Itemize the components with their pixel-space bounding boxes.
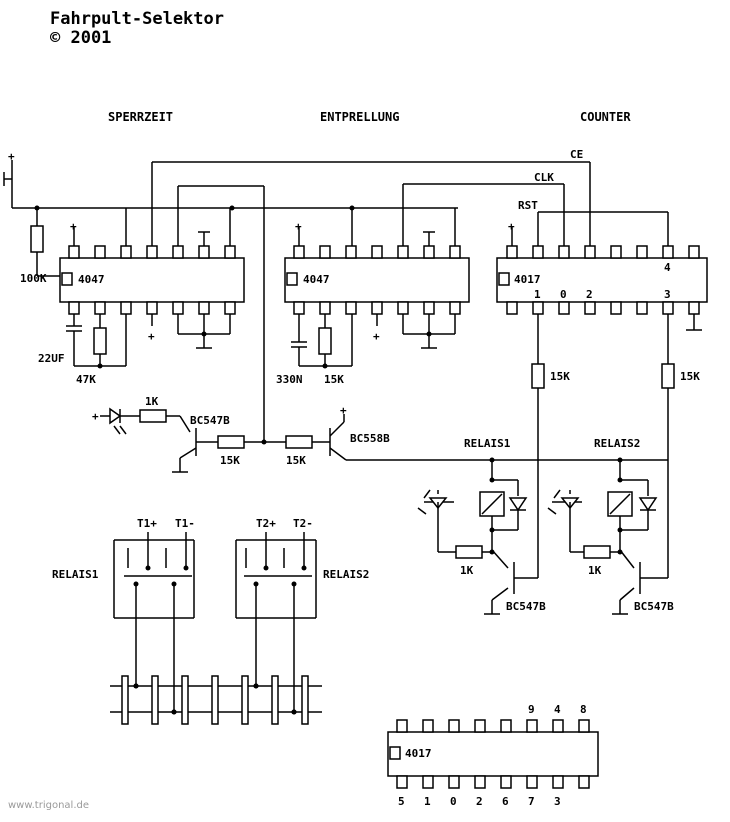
label-t1m: T1- — [175, 517, 195, 530]
counter-pin-0: 0 — [560, 288, 567, 301]
svg-text:+: + — [373, 330, 380, 343]
label-relais1: RELAIS1 — [464, 437, 511, 450]
main-bus — [12, 205, 458, 211]
title-line2: © 2001 — [50, 28, 111, 48]
svg-text:+: + — [148, 330, 155, 343]
pinout-bottom-2: 2 — [476, 795, 483, 808]
pinout-top-9: 9 — [528, 703, 535, 716]
ic4-4017-pinout: 4017 9 4 8 5 1 0 2 6 7 3 — [387, 703, 599, 808]
svg-text:+: + — [295, 220, 302, 233]
label-t2m: T2- — [293, 517, 313, 530]
label-22uf: 22UF — [38, 352, 65, 365]
input-button: + — [3, 150, 15, 208]
counter-pin-1: 1 — [534, 288, 541, 301]
label-1k-led: 1K — [145, 395, 159, 408]
ic1-label: 4047 — [78, 273, 105, 286]
clk-line: CLK — [403, 171, 565, 246]
label-15k-a: 15K — [324, 373, 344, 386]
label-15k-e: 15K — [680, 370, 700, 383]
counter-pin-3: 3 — [664, 288, 671, 301]
label-15k-b: 15K — [220, 454, 240, 467]
label-330n: 330N — [276, 373, 303, 386]
pnp-bc558b: + BC558B — [329, 404, 668, 463]
label-100k: 100K — [20, 272, 47, 285]
signal-ce: CE — [570, 148, 583, 161]
watermark: www.trigonal.de — [8, 800, 89, 811]
rst-line: RST — [518, 199, 669, 246]
ic1-4047: 4047 + 22UF 4 — [38, 162, 245, 386]
ic3-label: 4017 — [514, 273, 541, 286]
ic2-label: 4047 — [303, 273, 330, 286]
pinout-bottom-1: 1 — [424, 795, 431, 808]
label-bc547b-3: BC547B — [634, 600, 674, 613]
resistor-100k: 100K — [20, 208, 62, 285]
pinout-top-4: 4 — [554, 703, 561, 716]
label-15k-d: 15K — [550, 370, 570, 383]
section-sperrzeit: SPERRZEIT — [108, 110, 173, 124]
label-bc547b-1: BC547B — [190, 414, 230, 427]
ic3-4017: 4017 + 4 1 0 2 3 — [496, 220, 708, 331]
pinout-bottom-5: 5 — [398, 795, 405, 808]
ce-line: CE — [152, 148, 591, 246]
pinout-bottom-3: 3 — [554, 795, 561, 808]
pinout-bottom-0: 0 — [450, 795, 457, 808]
section-entprellung: ENTPRELLUNG — [320, 110, 399, 124]
pinout-bottom-7: 7 — [528, 795, 535, 808]
ic2-4047: 4047 + 330N 15K + — [276, 184, 470, 386]
relais1-coil: RELAIS1 BC547B 1K — [417, 437, 546, 615]
ic4-label: 4017 — [405, 747, 432, 760]
led-driver: + 1K BC547B 15K 15K — [92, 395, 330, 473]
label-1k-r1: 1K — [460, 564, 474, 577]
signal-clk: CLK — [534, 171, 554, 184]
pinout-bottom-6: 6 — [502, 795, 509, 808]
label-bc558b: BC558B — [350, 432, 390, 445]
pinout-top-8: 8 — [580, 703, 587, 716]
svg-text:+: + — [508, 220, 515, 233]
label-47k: 47K — [76, 373, 96, 386]
signal-rst: RST — [518, 199, 538, 212]
label-t2p: T2+ — [256, 517, 276, 530]
rail-track — [110, 675, 322, 725]
label-1k-r2: 1K — [588, 564, 602, 577]
plus-sign: + — [8, 150, 15, 163]
track-relais1: T1+ T1- RELAIS1 — [52, 517, 195, 715]
section-counter: COUNTER — [580, 110, 631, 124]
label-15k-c: 15K — [286, 454, 306, 467]
label-relais2: RELAIS2 — [594, 437, 640, 450]
relais2-coil: RELAIS2 BC547B 1K — [547, 437, 674, 615]
svg-text:+: + — [70, 220, 77, 233]
counter-pin-2: 2 — [586, 288, 593, 301]
label-t1p: T1+ — [137, 517, 157, 530]
counter-out-3: 15K — [640, 314, 700, 579]
plus-led: + — [92, 410, 99, 423]
svg-text:+: + — [340, 404, 347, 417]
track-relais2: T2+ T2- RELAIS2 — [235, 517, 369, 715]
counter-pin-4: 4 — [664, 261, 671, 274]
label-track-relais1: RELAIS1 — [52, 568, 99, 581]
title-line1: Fahrpult-Selektor — [50, 9, 224, 29]
label-track-relais2: RELAIS2 — [323, 568, 369, 581]
label-bc547b-2: BC547B — [506, 600, 546, 613]
counter-out-1: 15K — [514, 314, 570, 579]
